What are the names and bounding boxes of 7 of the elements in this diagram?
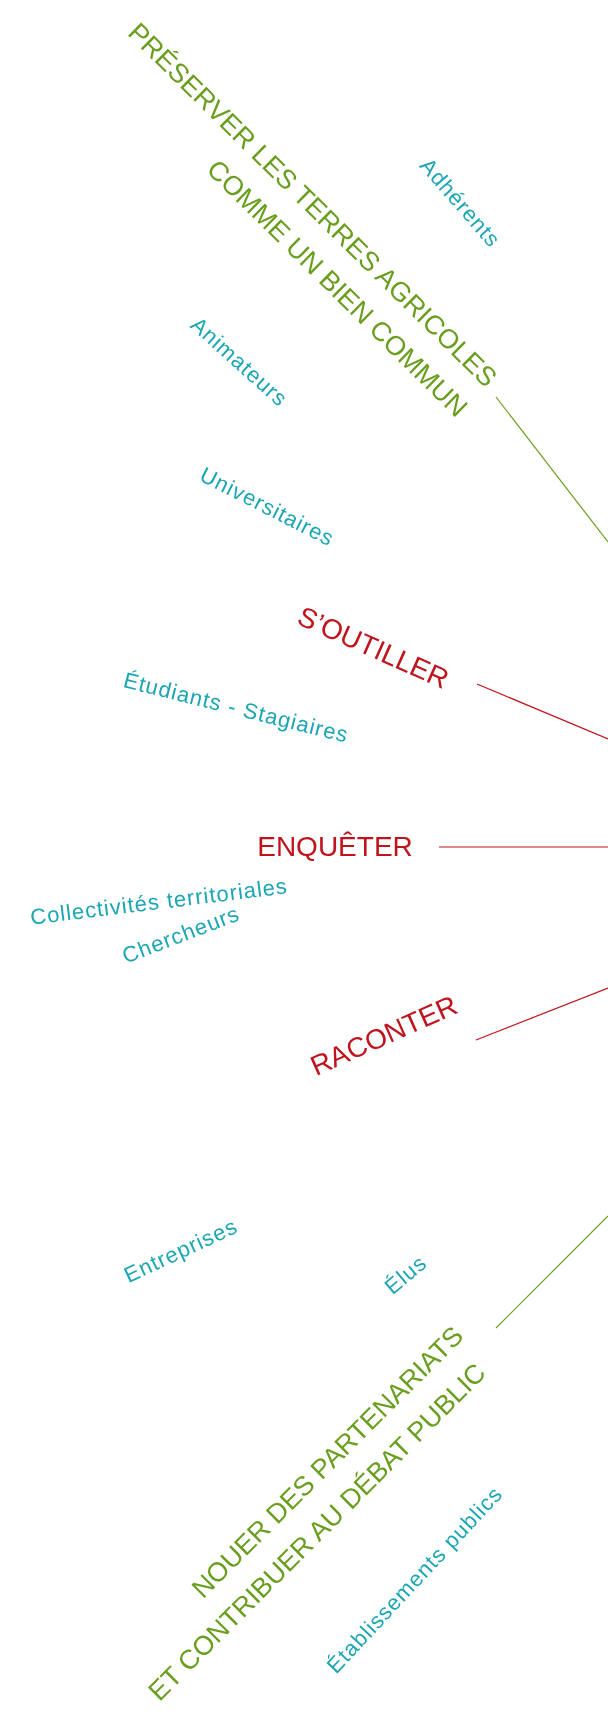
participant-label: Élus: [379, 1250, 433, 1300]
connector-line: [495, 396, 608, 543]
heading-text: ENQUÊTER: [257, 831, 413, 863]
connector-line: [475, 987, 608, 1041]
connector-line: [495, 1215, 608, 1329]
connector-line: [476, 683, 608, 740]
connector-line: [438, 846, 608, 848]
